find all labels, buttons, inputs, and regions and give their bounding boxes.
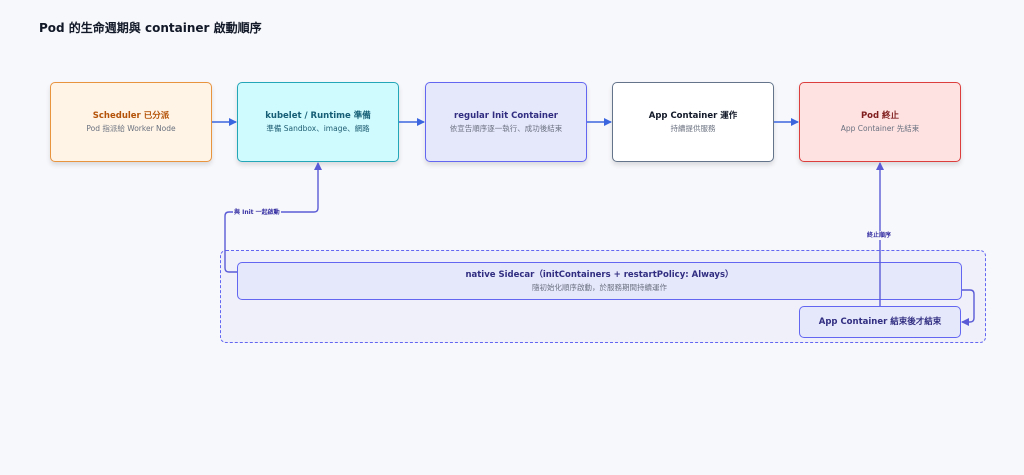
kubelet-node[interactable]: kubelet / Runtime 準備 準備 Sandbox、image、網路 (237, 82, 399, 162)
label-termination-order: 終止順序 (866, 231, 893, 240)
scheduler-node[interactable]: Scheduler 已分派 Pod 指派給 Worker Node (50, 82, 212, 162)
label-with-init: 與 Init 一起啟動 (233, 208, 281, 217)
kubelet-subtitle: 準備 Sandbox、image、網路 (266, 124, 370, 133)
sidecar-subtitle: 隨初始化順序啟動，於服務期間持續運作 (532, 283, 667, 292)
edge-sidecar-kubelet (224, 162, 322, 273)
init-title: regular Init Container (454, 111, 558, 121)
app-end-node[interactable]: App Container 結束後才結束 (799, 306, 961, 338)
sidecar-node[interactable]: native Sidecar（initContainers + restartP… (237, 262, 962, 300)
init-subtitle: 依宣告順序逐一執行、成功後結束 (449, 124, 563, 133)
scheduler-title: Scheduler 已分派 (92, 111, 170, 121)
pod-end-title: Pod 終止 (860, 111, 900, 121)
init-container-node[interactable]: regular Init Container 依宣告順序逐一執行、成功後結束 (425, 82, 587, 162)
app-end-title: App Container 結束後才結束 (818, 316, 942, 327)
page-title: Pod 的生命週期與 container 啟動順序 (39, 21, 262, 35)
kubelet-title: kubelet / Runtime 準備 (265, 111, 371, 121)
app-container-node[interactable]: App Container 運作 持續提供服務 (612, 82, 774, 162)
scheduler-subtitle: Pod 指派給 Worker Node (86, 124, 176, 133)
app-subtitle: 持續提供服務 (670, 124, 716, 133)
edge-sidecar-append (961, 289, 975, 326)
pod-terminate-node[interactable]: Pod 終止 App Container 先結束 (799, 82, 961, 162)
pod-end-subtitle: App Container 先結束 (840, 124, 920, 133)
sidecar-title: native Sidecar（initContainers + restartP… (465, 270, 734, 280)
app-title: App Container 運作 (648, 111, 738, 121)
